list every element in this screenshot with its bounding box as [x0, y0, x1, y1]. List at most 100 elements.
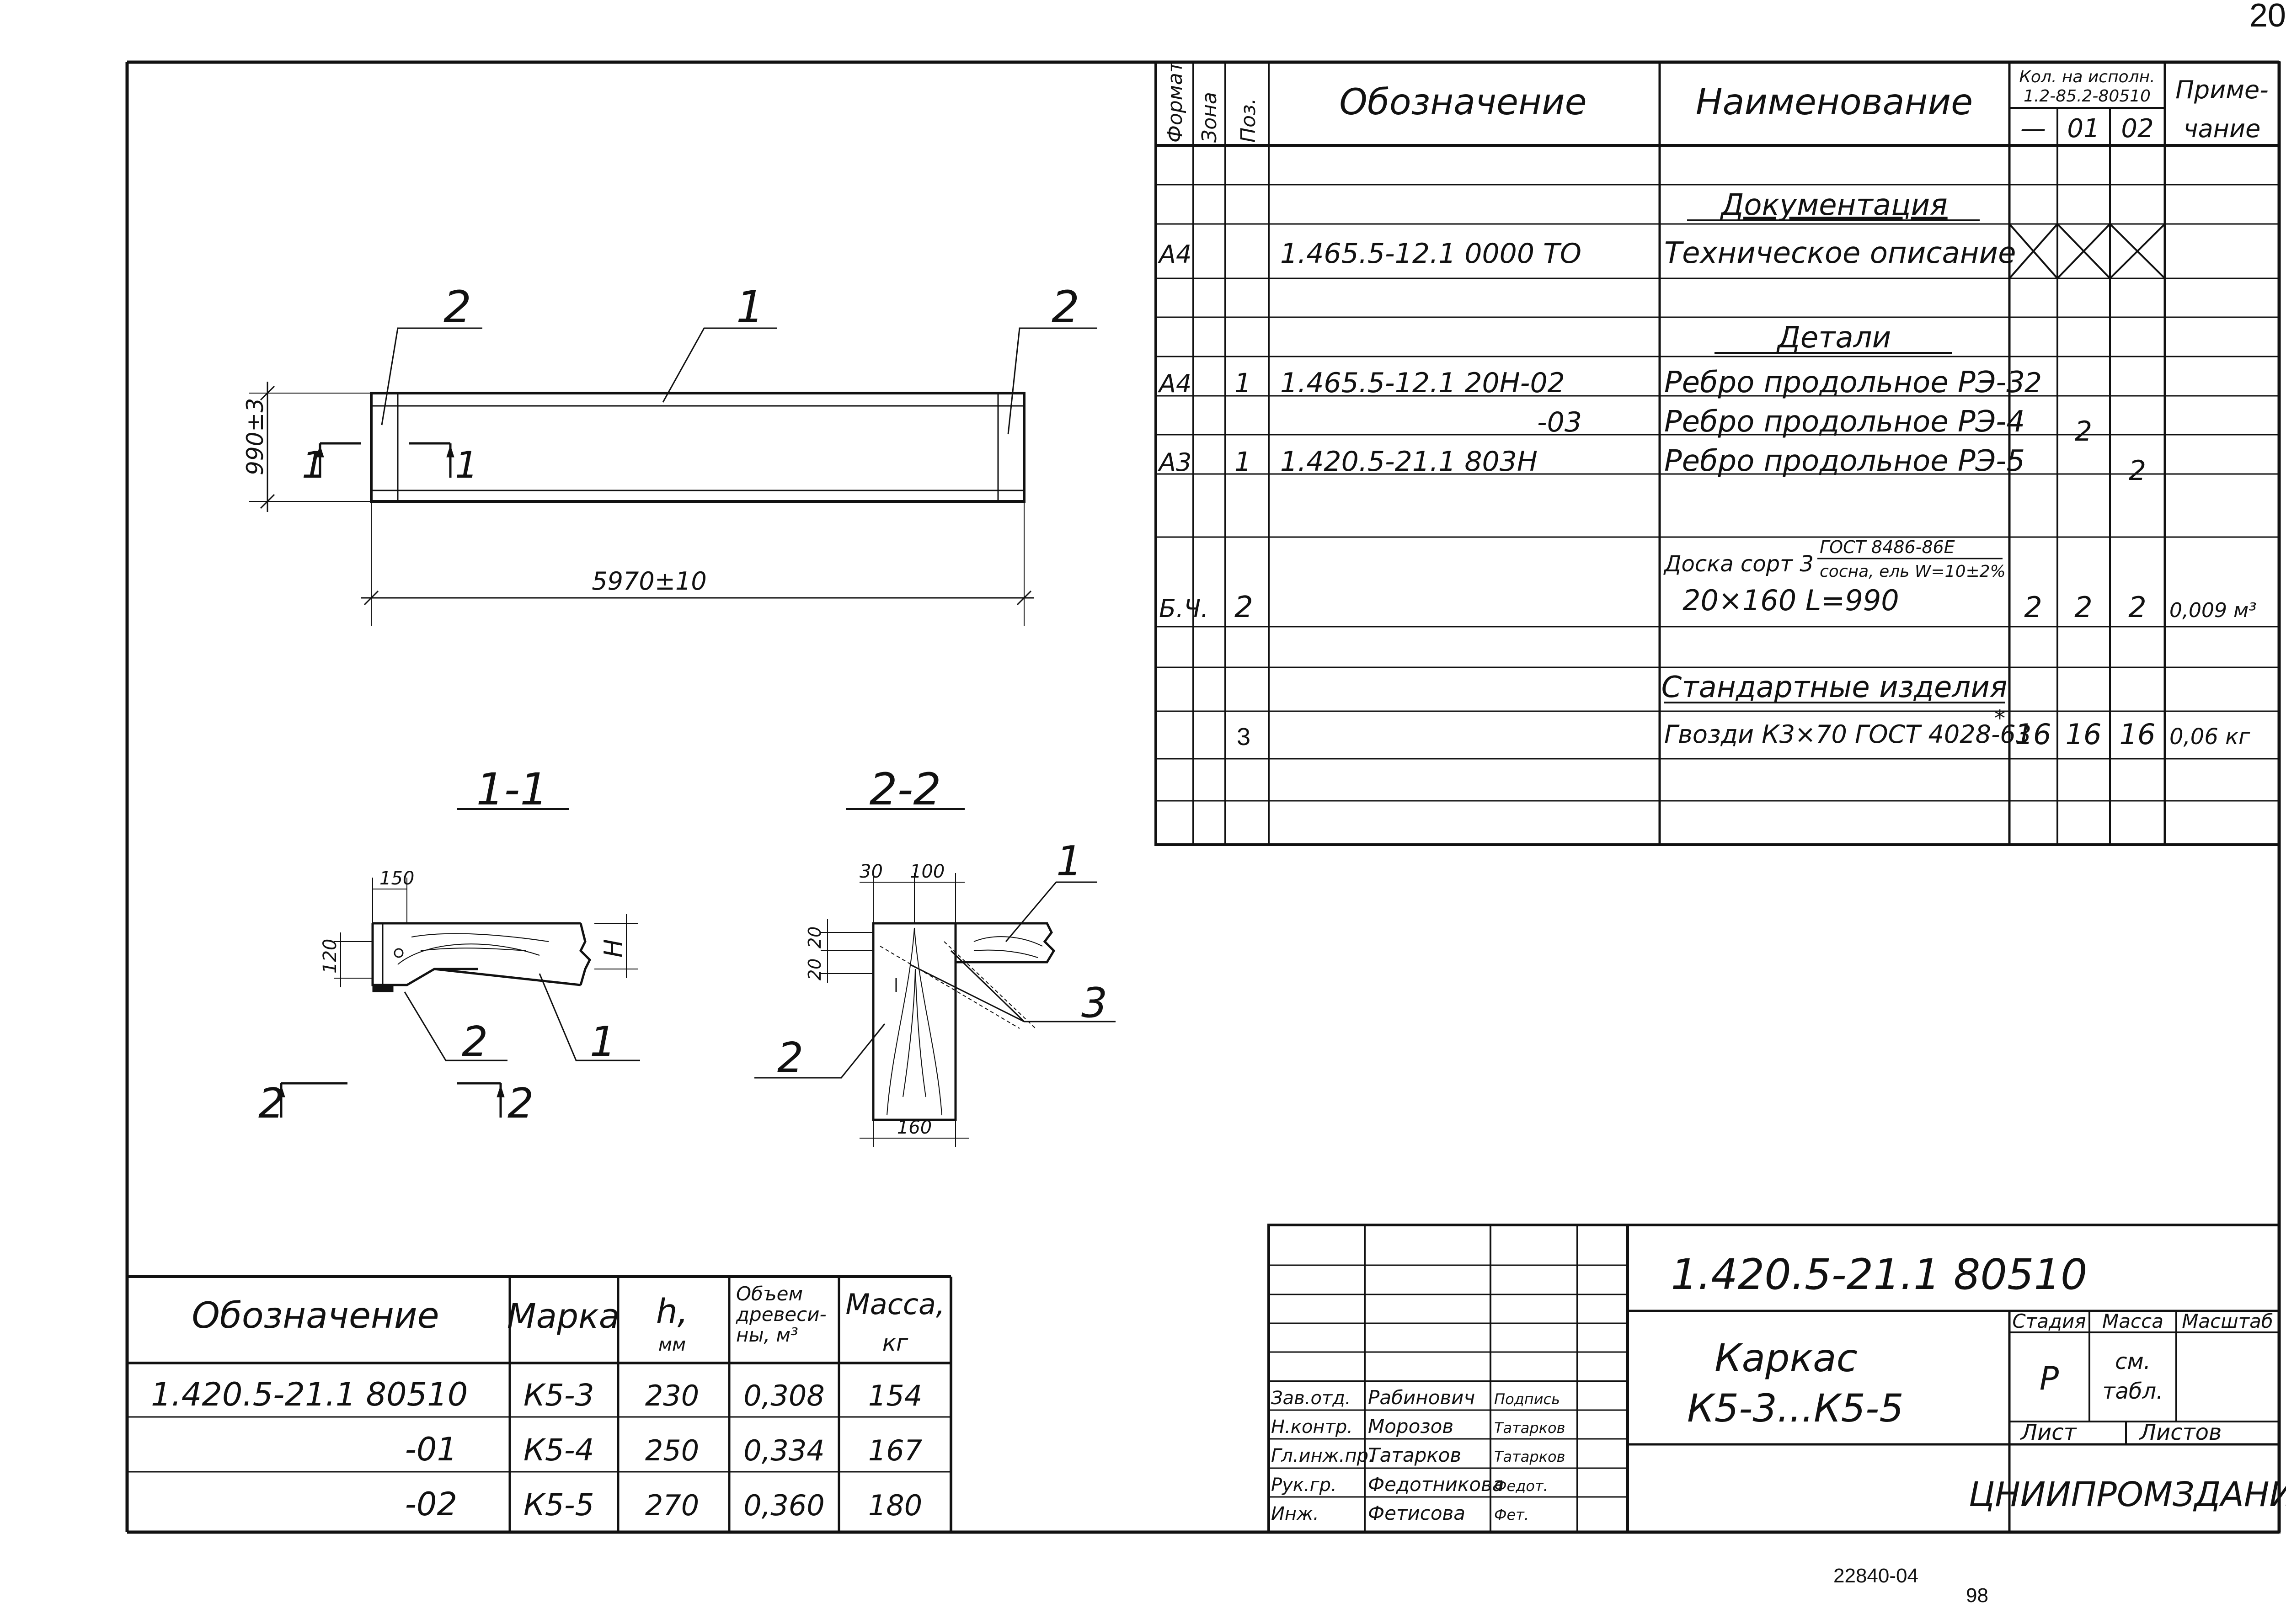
dim-120: 120 — [320, 939, 341, 974]
detail-2-q1: 2 — [2075, 415, 2092, 447]
staff-3-role: Гл.инж.пр. — [1271, 1445, 1374, 1466]
detail-3-designation: 1.420.5-21.1 803Н — [1280, 446, 1538, 478]
marks-header-mass-2: кг — [882, 1330, 908, 1356]
nails-note: 0,06 кг — [2169, 724, 2250, 750]
frame-outline — [370, 392, 1025, 503]
section-1-callout-1: 1 — [590, 1018, 616, 1066]
board-format: Б.Ч. — [1159, 594, 1208, 623]
marks-header-mass-1: Масса, — [845, 1288, 945, 1321]
staff-4-role: Рук.гр. — [1271, 1475, 1337, 1496]
detail-1-q0: 2 — [2024, 367, 2042, 399]
board-position: 2 — [1234, 591, 1253, 624]
header-designation: Обозначение — [1339, 82, 1586, 123]
board-gost-bottom: сосна, ель W=10±2% — [1820, 562, 2006, 581]
cut-mark-left: 1 — [302, 444, 325, 486]
marks-row-1-h: 230 — [645, 1379, 699, 1412]
marks-row-2-mark: К5-4 — [523, 1432, 594, 1468]
board-q1: 2 — [2074, 591, 2092, 624]
nails-q2: 16 — [2120, 718, 2156, 751]
board-q0: 2 — [2024, 591, 2042, 624]
section-1-1 — [277, 808, 640, 1118]
staff-3-name: Татарков — [1368, 1444, 1461, 1466]
leader-2-left — [381, 327, 482, 426]
callout-2-left: 2 — [443, 282, 471, 333]
staff-1-role: Зав.отд. — [1271, 1388, 1351, 1409]
marks-row-1-mass: 154 — [868, 1379, 922, 1412]
callout-2-right: 2 — [1052, 282, 1079, 333]
stage-label: Стадия — [2012, 1310, 2086, 1332]
leader-2-right — [1007, 327, 1097, 435]
nails-q0: 16 — [2015, 718, 2051, 751]
header-qty-02: 02 — [2121, 114, 2153, 144]
mass-value-2: табл. — [2103, 1379, 2163, 1404]
detail-2-designation: -03 — [1537, 406, 1582, 438]
nails-star: * — [1994, 706, 2005, 731]
staff-4-name: Федотникова — [1368, 1473, 1504, 1496]
marks-header-mark: Марка — [507, 1297, 620, 1336]
section-1-callout-2: 2 — [462, 1018, 488, 1066]
header-zone: Зона — [1198, 92, 1221, 143]
section-2-callout-3: 3 — [1081, 979, 1107, 1027]
dim-h: Н — [599, 939, 628, 958]
dim-150: 150 — [379, 868, 414, 889]
staff-5-name: Фетисова — [1368, 1502, 1465, 1524]
header-qty-01: 01 — [2067, 114, 2099, 144]
sheet-label: Лист — [2020, 1420, 2078, 1445]
length-dimension: 5970±10 — [592, 567, 706, 596]
board-gost-top: ГОСТ 8486-86Е — [1820, 537, 1955, 557]
marks-row-3-designation: -02 — [405, 1486, 457, 1523]
header-note-2: чание — [2184, 114, 2261, 143]
detail-3-q2: 2 — [2129, 455, 2146, 487]
section-documentation: Документация — [1720, 188, 1947, 222]
marks-row-2-h: 250 — [645, 1434, 699, 1467]
detail-2-name: Ребро продольное РЭ-4 — [1664, 405, 2025, 439]
title-block — [1267, 1224, 2281, 1533]
section-mark-2-left: 2 — [258, 1080, 284, 1128]
marks-row-3-mass: 180 — [868, 1489, 922, 1522]
specification-body: Документация А4 1.465.5-12.1 0000 ТО Тех… — [1158, 188, 2257, 751]
header-qty-base: — — [2020, 114, 2046, 144]
board-q2: 2 — [2128, 591, 2146, 624]
drawing-title-1: Каркас — [1714, 1336, 1858, 1380]
section-2-2-title: 2-2 — [870, 764, 941, 815]
marks-header-volume-3: ны, м³ — [736, 1324, 798, 1346]
board-name: Доска сорт 3 — [1663, 551, 1814, 577]
board-size: 20×160 L=990 — [1682, 584, 1899, 617]
marks-table — [127, 1275, 952, 1532]
section-details: Детали — [1776, 321, 1891, 355]
dim-30: 30 — [860, 861, 883, 882]
marks-header-h-unit: мм — [658, 1334, 686, 1355]
staff-2-name: Морозов — [1368, 1415, 1453, 1438]
section-1-1-labels: 1-1 150 120 Н 2 1 2 2 — [258, 764, 628, 1128]
detail-1-designation: 1.465.5-12.1 20Н-02 — [1280, 367, 1565, 399]
drawing-title-2: К5-3...К5-5 — [1687, 1386, 1904, 1431]
staff-5-signature: Фет. — [1494, 1506, 1529, 1523]
board-note: 0,009 м³ — [2169, 599, 2257, 622]
marks-row-1-designation: 1.420.5-21.1 80510 — [151, 1376, 468, 1413]
dim-100: 100 — [910, 861, 945, 882]
marks-row-3-volume: 0,360 — [743, 1489, 825, 1522]
marks-header-volume-2: древеси- — [736, 1303, 827, 1326]
section-standard: Стандартные изделия — [1661, 671, 2008, 704]
nails-name: Гвозди К3×70 ГОСТ 4028-63 — [1664, 720, 2031, 749]
marks-row-3-h: 270 — [645, 1489, 699, 1522]
staff-3-signature: Татарков — [1494, 1448, 1565, 1465]
staff-4-signature: Федот. — [1494, 1477, 1548, 1495]
section-mark-2-right: 2 — [507, 1080, 534, 1128]
title-block-text: 1.420.5-21.1 80510 Каркас К5-3...К5-5 Ст… — [1271, 1250, 2286, 1524]
nails-q1: 16 — [2066, 718, 2102, 751]
plan-view-labels: 2 1 2 990±3 5970±10 1 1 — [242, 282, 1079, 596]
header-position: Поз. — [1237, 98, 1260, 143]
doc-name: Техническое описание — [1664, 236, 2016, 270]
dim-20b: 20 — [805, 958, 825, 980]
header-name: Наименование — [1696, 82, 1973, 123]
marks-row-2-designation: -01 — [405, 1431, 457, 1468]
stage-value: Р — [2040, 1360, 2059, 1397]
marks-row-3-mark: К5-5 — [523, 1487, 594, 1523]
staff-2-role: Н.контр. — [1271, 1416, 1353, 1438]
dim-160: 160 — [897, 1117, 932, 1138]
marks-row-2-mass: 167 — [868, 1434, 922, 1467]
doc-format: А4 — [1158, 240, 1191, 269]
archive-number: 22840-04 — [1833, 1565, 1918, 1587]
